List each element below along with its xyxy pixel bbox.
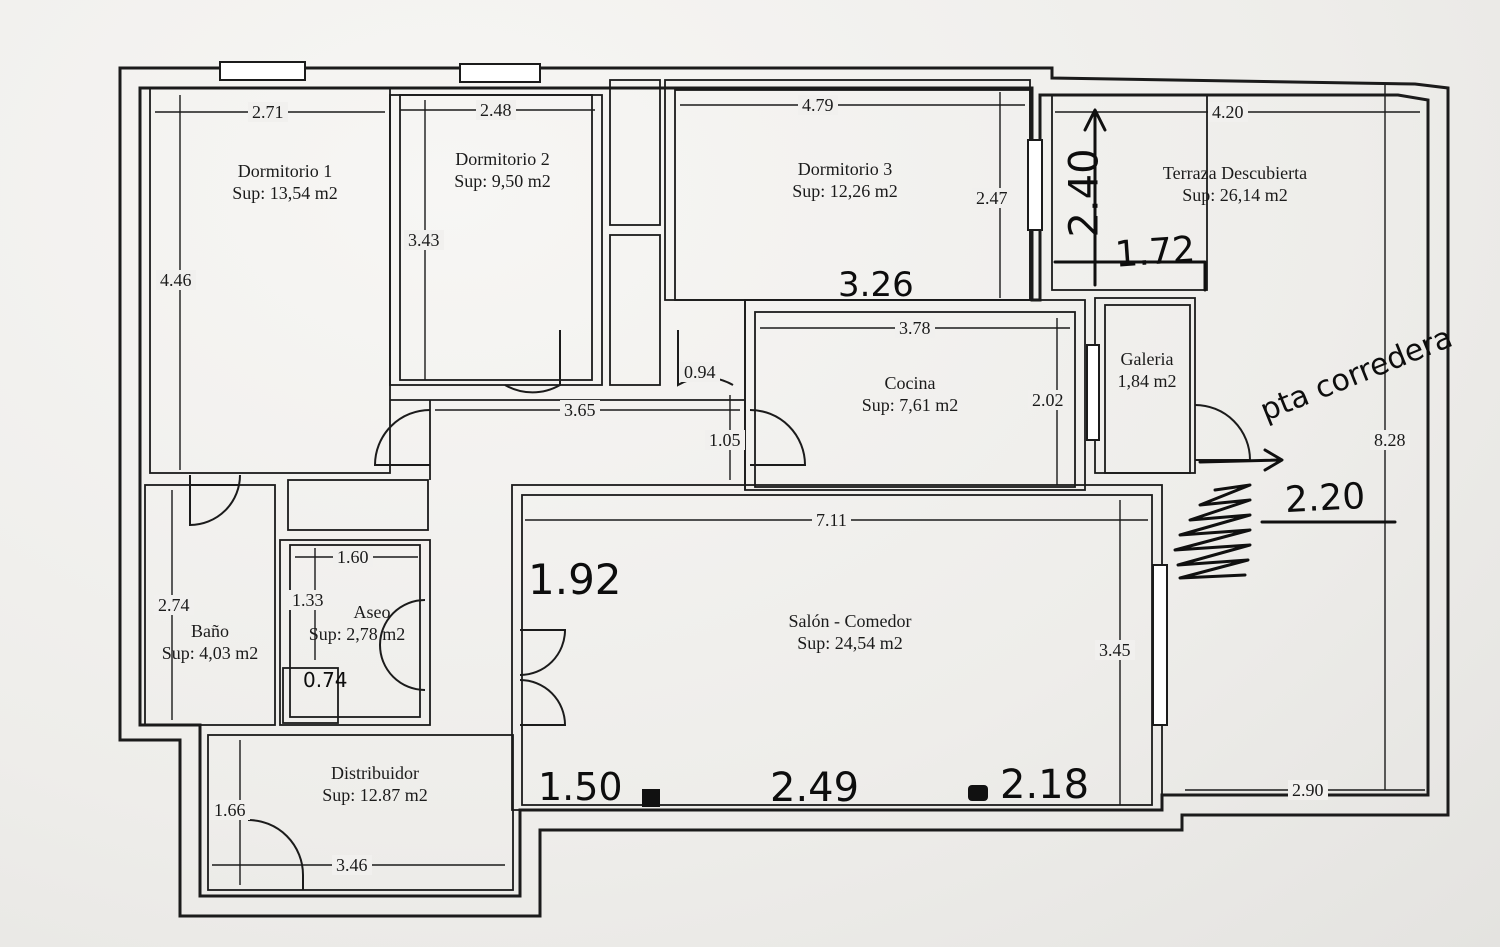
dim-terraza-width: 4.20 (1208, 102, 1248, 122)
room-distribuidor: Distribuidor Sup: 12.87 m2 (290, 762, 460, 806)
door-entrada (247, 819, 304, 890)
room-terraza: Terraza Descubierta Sup: 26,14 m2 (1130, 162, 1340, 206)
hand-salon-b2: 2.49 (770, 765, 860, 811)
room-dormitorio3-name: Dormitorio 3 (797, 159, 893, 179)
room-aseo-name: Aseo (353, 602, 391, 622)
room-dormitorio2: Dormitorio 2 Sup: 9,50 m2 (420, 148, 585, 192)
galeria-inner (1104, 304, 1191, 474)
room-salon-area: Sup: 24,54 m2 (797, 633, 903, 653)
dim-pasillo-width: 3.65 (560, 400, 600, 420)
distribuidor-outline (207, 734, 514, 891)
room-distribuidor-area: Sup: 12.87 m2 (322, 785, 428, 805)
hand-salon-b1: 1.50 (538, 765, 623, 809)
dim-d2-height: 3.43 (404, 230, 444, 250)
dim-hall-small: 0.94 (680, 362, 720, 382)
doors (189, 330, 1252, 890)
hand-salon-side: 1.92 (528, 555, 622, 604)
hand-salon-b3: 2.18 (1000, 762, 1090, 808)
dim-salon-width: 7.11 (812, 510, 851, 530)
room-dormitorio1: Dormitorio 1 Sup: 13,54 m2 (195, 160, 375, 204)
room-cocina: Cocina Sup: 7,61 m2 (830, 372, 990, 416)
dim-d3-height: 2.47 (972, 188, 1012, 208)
room-distribuidor-name: Distribuidor (331, 763, 419, 783)
room-galeria-area: 1,84 m2 (1117, 371, 1177, 391)
dim-d2-width: 2.48 (476, 100, 516, 120)
room-dormitorio1-name: Dormitorio 1 (237, 161, 333, 181)
passage-box (287, 479, 429, 531)
room-bano: Baño Sup: 4,03 m2 (145, 620, 275, 664)
window-d3 (1027, 139, 1043, 231)
door-aseo (378, 599, 426, 691)
windows (219, 61, 1168, 726)
room-aseo: Aseo Sup: 2,78 m2 (292, 601, 422, 645)
room-terraza-name: Terraza Descubierta (1162, 163, 1308, 183)
outer-wall-main (118, 66, 1450, 918)
window-salon (1152, 564, 1168, 726)
terraza-notch (1051, 94, 1208, 291)
dim-d1-width: 2.71 (248, 102, 288, 122)
dim-bano-height: 2.74 (154, 595, 194, 615)
dim-cocina-height: 2.02 (1028, 390, 1068, 410)
room-dormitorio1-area: Sup: 13,54 m2 (232, 183, 338, 203)
door-hall (373, 409, 431, 466)
door-cocina (749, 409, 807, 466)
dim-cocina-width: 3.78 (895, 318, 935, 338)
hand-cocina-top: 3.26 (838, 265, 914, 305)
handwritten-marks (642, 108, 1397, 807)
aseo-inner (289, 544, 421, 718)
dim-dist-height: 1.66 (210, 800, 250, 820)
room-dormitorio3-area: Sup: 12,26 m2 (792, 181, 898, 201)
dim-d1-height: 4.46 (156, 270, 196, 290)
dim-dist-width: 3.46 (332, 855, 372, 875)
room-bano-area: Sup: 4,03 m2 (161, 643, 259, 663)
shower-box (282, 667, 339, 724)
room-aseo-area: Sup: 2,78 m2 (308, 624, 406, 644)
dormitorio2-inner (399, 94, 593, 381)
hand-line-172 (1053, 260, 1207, 292)
dim-terraza-height: 8.28 (1370, 430, 1410, 450)
room-cocina-area: Sup: 7,61 m2 (861, 395, 959, 415)
room-dormitorio3: Dormitorio 3 Sup: 12,26 m2 (760, 158, 930, 202)
closet-b (609, 234, 661, 386)
door-d1 (189, 474, 241, 527)
room-dormitorio2-name: Dormitorio 2 (455, 149, 550, 169)
hand-arrow-vertical (1083, 108, 1107, 287)
hand-mark-a (642, 789, 660, 807)
aseo-outline (279, 539, 431, 726)
room-salon: Salón - Comedor Sup: 24,54 m2 (755, 610, 945, 654)
room-terraza-area: Sup: 26,14 m2 (1182, 185, 1288, 205)
room-bano-name: Baño (191, 621, 229, 641)
door-salon-b (519, 679, 567, 726)
closet-a (609, 79, 661, 226)
dim-hall-door: 1.05 (705, 430, 745, 450)
hand-terraza-height: 2.40 (1061, 148, 1108, 238)
window-d1 (219, 61, 306, 81)
room-dormitorio2-area: Sup: 9,50 m2 (454, 171, 551, 191)
door-d2 (504, 330, 561, 394)
dim-terraza-bottom: 2.90 (1288, 780, 1328, 800)
dim-d3-width: 4.79 (798, 95, 838, 115)
hand-aseo-note: 0.74 (303, 668, 348, 692)
cocina-inner (754, 311, 1076, 488)
room-galeria-name: Galeria (1120, 349, 1174, 369)
room-salon-name: Salón - Comedor (788, 611, 912, 631)
dim-aseo-width: 1.60 (333, 547, 373, 567)
hand-mark-b (968, 785, 988, 801)
room-cocina-name: Cocina (884, 373, 936, 393)
window-cocina (1086, 344, 1100, 441)
hand-terraza-width: 1.72 (1113, 229, 1197, 276)
hand-scribble-stairs (1173, 483, 1252, 580)
dim-salon-height: 3.45 (1095, 640, 1135, 660)
door-salon-a (519, 629, 567, 676)
dim-aseo-height: 1.33 (288, 590, 328, 610)
hand-galeria-width: 2.20 (1283, 475, 1367, 522)
hand-arrow-galeria (1198, 448, 1284, 472)
room-galeria: Galeria 1,84 m2 (1104, 348, 1190, 392)
window-d2 (459, 63, 541, 83)
door-galeria (1194, 404, 1252, 461)
